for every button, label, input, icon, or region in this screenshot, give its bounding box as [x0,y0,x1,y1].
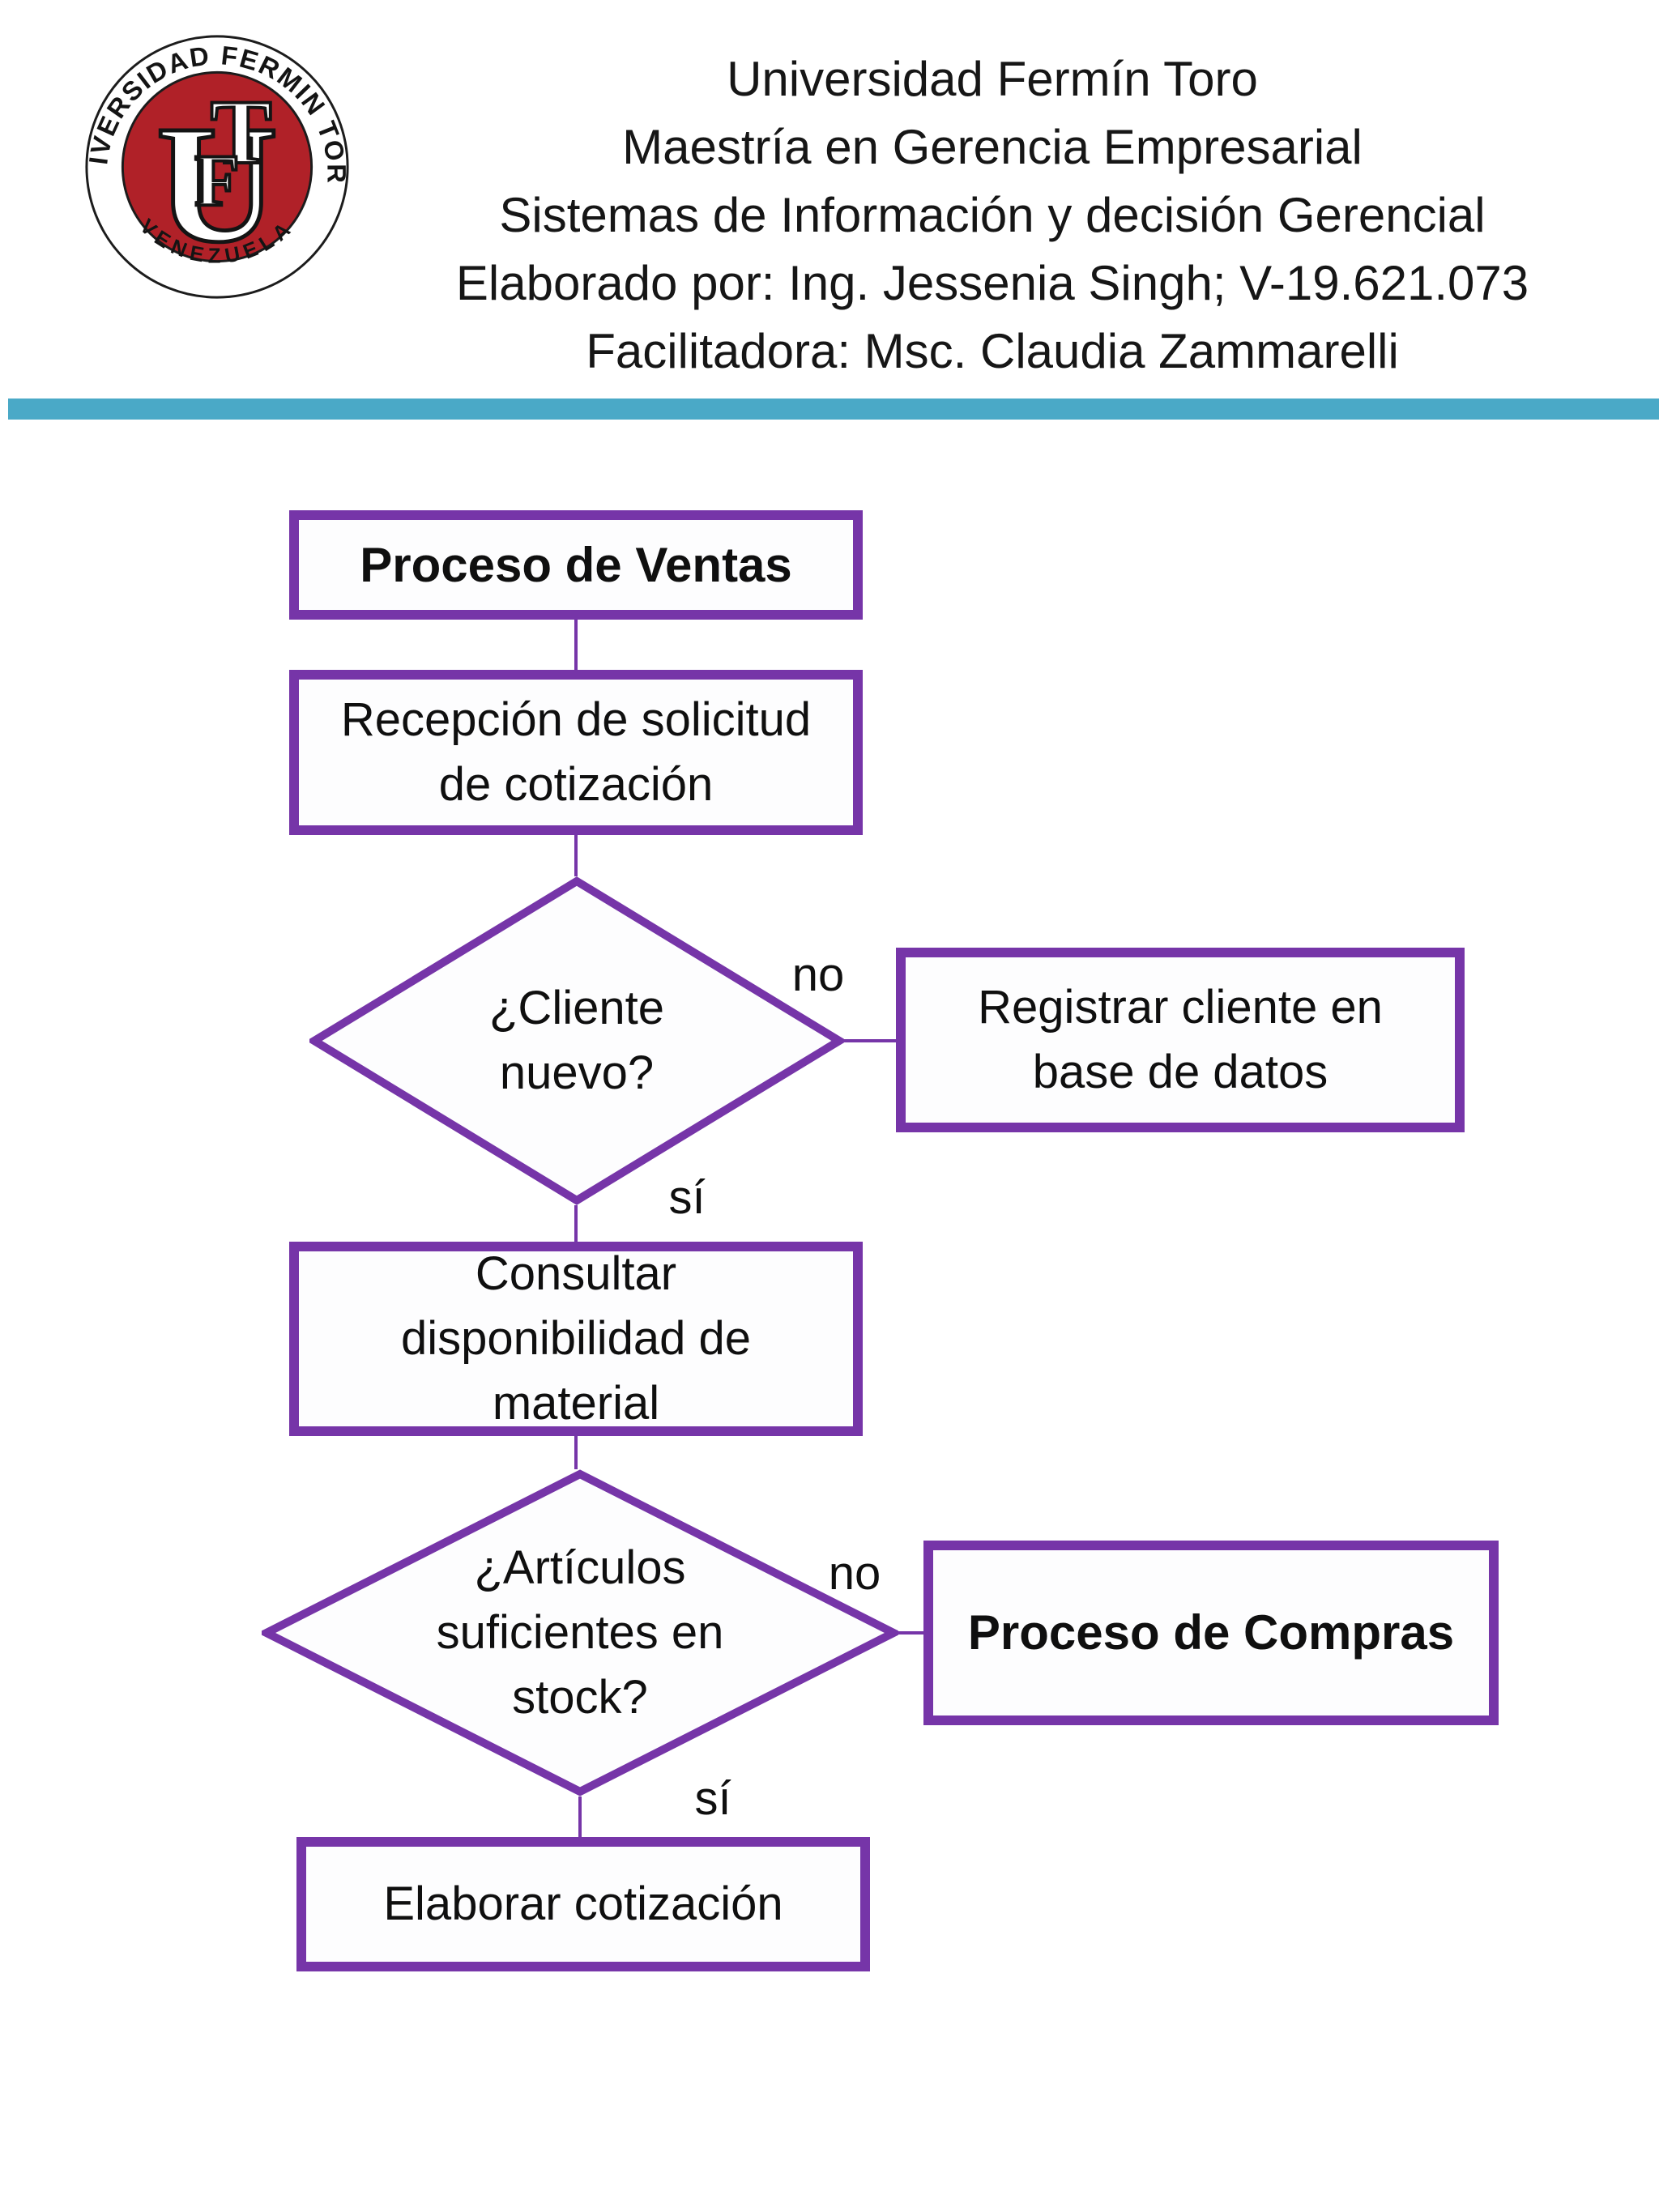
monogram-t: T [211,81,272,183]
connector-ventas-recepcion [574,620,578,670]
node-registrar-cliente: Registrar cliente en base de datos [896,948,1465,1132]
node-elaborar-cotizacion: Elaborar cotización [296,1837,870,1971]
logo-red-disc [121,70,313,263]
header-text-block: Universidad Fermín Toro Maestría en Gere… [279,45,1659,386]
diamond-articulos-stock [262,1469,898,1796]
header-line-program: Maestría en Gerencia Empresarial [622,120,1363,174]
edge-label-si-1: sí [668,1170,706,1224]
header-line-university: Universidad Fermín Toro [727,52,1258,106]
connector-decision1-registrar [844,1039,896,1042]
node-consultar-disponibilidad: Consultar disponibilidad de material [289,1242,863,1436]
header-line-facilitator: Facilitadora: Msc. Claudia Zammarelli [586,324,1399,378]
edge-label-no-1: no [791,948,845,1001]
logo-monogram: U T F [155,79,280,279]
monogram-u: U [156,91,278,277]
node-label: ¿Artículos suficientes en stock? [436,1541,724,1724]
edge-label-no-2: no [828,1546,881,1600]
connector-decision1-consultar [574,1205,578,1242]
connector-consultar-decision2 [574,1436,578,1469]
connector-decision2-compras [898,1631,923,1634]
node-proceso-de-compras: Proceso de Compras [923,1541,1499,1725]
monogram-f: F [194,139,240,221]
connector-decision2-elaborar [578,1796,582,1837]
diamond-shape [309,876,844,1205]
node-label: Consultar disponibilidad de material [400,1247,752,1430]
diamond-articulos-stock-label: ¿Artículos suficientes en stock? [394,1485,766,1780]
diamond-cliente-nuevo-label: ¿Cliente nuevo? [390,909,763,1173]
node-recepcion-solicitud: Recepción de solicitud de cotización [289,670,863,835]
header-line-course: Sistemas de Información y decisión Geren… [499,188,1486,242]
diamond-cliente-nuevo [309,876,844,1205]
node-label: Proceso de Compras [967,1605,1455,1660]
header-line-author: Elaborado por: Ing. Jessenia Singh; V-19… [455,256,1529,310]
node-label: Recepción de solicitud de cotización [340,693,812,811]
node-proceso-de-ventas: Proceso de Ventas [289,510,863,620]
node-label: ¿Cliente nuevo? [489,982,664,1099]
node-label: Elaborar cotización [383,1877,783,1930]
diamond-shape [262,1469,898,1796]
edge-label-si-2: sí [694,1771,731,1825]
divider-bar [8,399,1659,420]
connector-recepcion-decision1 [574,835,578,876]
uft-logo: UNIVERSIDAD FERMIN TORO VENEZUELA U T F [81,31,350,299]
node-label: Registrar cliente en base de datos [978,981,1383,1098]
node-label: Proceso de Ventas [360,537,792,592]
